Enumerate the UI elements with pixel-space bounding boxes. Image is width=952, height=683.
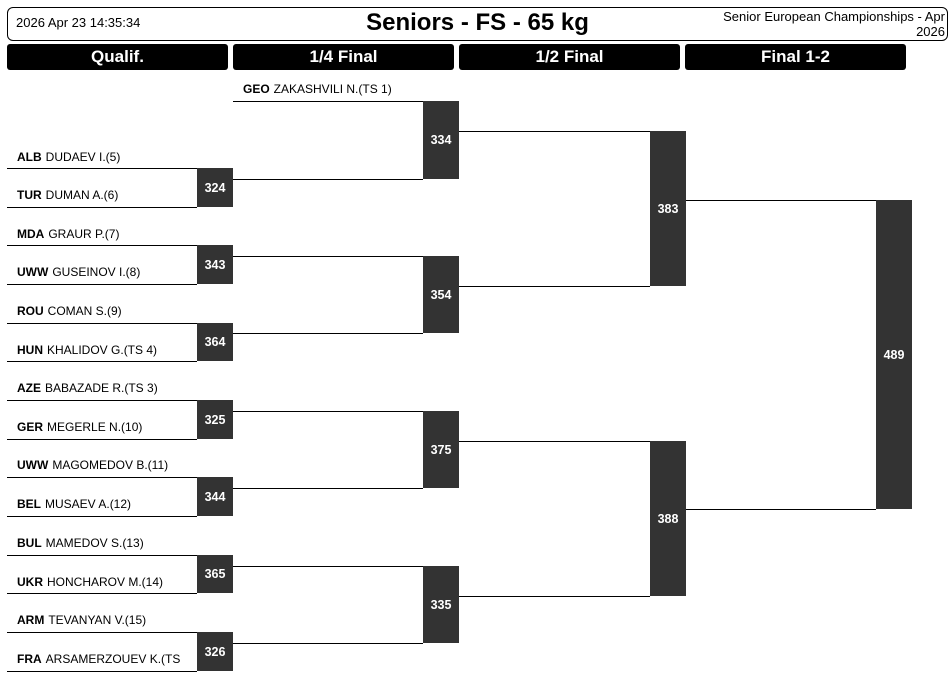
match-box-qualif[interactable]: 343 <box>197 245 233 284</box>
athlete-name: BABAZADE R.(TS 3) <box>45 381 158 395</box>
match-box-qualif[interactable]: 324 <box>197 168 233 207</box>
athlete-name: KHALIDOV G.(TS 4) <box>47 343 158 357</box>
bracket-line <box>459 131 650 132</box>
athlete-country: UWW <box>17 265 49 279</box>
athlete-name: DUDAEV I.(5) <box>45 150 121 164</box>
athlete-name: GRAUR P.(7) <box>48 227 120 241</box>
athlete-country: ALB <box>17 150 42 164</box>
bracket-line <box>459 286 650 287</box>
bracket-line <box>7 671 197 672</box>
round-header-final: Final 1-2 <box>685 44 906 70</box>
athlete-name: ZAKASHVILI N.(TS 1) <box>273 82 392 96</box>
athlete-country: GEO <box>243 82 270 96</box>
bracket-line <box>7 323 197 324</box>
bracket-line <box>7 168 197 169</box>
bracket-athlete: UKR HONCHAROV M.(14) <box>17 575 197 589</box>
match-box-quarter-final[interactable]: 334 <box>423 101 459 179</box>
match-box-quarter-final[interactable]: 354 <box>423 256 459 333</box>
athlete-country: BEL <box>17 497 41 511</box>
bracket-line <box>7 400 197 401</box>
match-box-quarter-final[interactable]: 375 <box>423 411 459 488</box>
bracket-line <box>7 593 197 594</box>
bracket-line <box>7 632 197 633</box>
athlete-country: MDA <box>17 227 45 241</box>
bracket-line <box>233 101 423 102</box>
bracket-line <box>7 555 197 556</box>
bracket-athlete: BEL MUSAEV A.(12) <box>17 497 197 511</box>
bracket-athlete: HUN KHALIDOV G.(TS 4) <box>17 343 197 357</box>
bracket-line <box>459 441 650 442</box>
match-box-qualif[interactable]: 344 <box>197 477 233 516</box>
athlete-country: BUL <box>17 536 42 550</box>
round-header-semi-final: 1/2 Final <box>459 44 680 70</box>
athlete-name: MEGERLE N.(10) <box>47 420 143 434</box>
match-box-final[interactable]: 489 <box>876 200 912 509</box>
bracket-line <box>233 179 423 180</box>
bracket-line <box>7 361 197 362</box>
athlete-country: HUN <box>17 343 43 357</box>
bracket-line <box>7 207 197 208</box>
athlete-country: AZE <box>17 381 41 395</box>
athlete-name: MUSAEV A.(12) <box>45 497 132 511</box>
athlete-country: ROU <box>17 304 44 318</box>
bracket-line <box>686 509 876 510</box>
athlete-country: FRA <box>17 652 42 666</box>
bracket-line <box>7 284 197 285</box>
match-box-qualif[interactable]: 364 <box>197 323 233 361</box>
match-box-qualif[interactable]: 326 <box>197 632 233 671</box>
bracket-line <box>233 256 423 257</box>
athlete-name: HONCHAROV M.(14) <box>47 575 164 589</box>
page-title: Seniors - FS - 65 kg <box>366 9 589 36</box>
bracket-line <box>233 488 423 489</box>
match-box-semi-final[interactable]: 388 <box>650 441 686 596</box>
event-name-line2: 2026 <box>916 24 945 39</box>
athlete-country: TUR <box>17 188 42 202</box>
print-datetime: 2026 Apr 23 14:35:34 <box>16 15 141 30</box>
bracket-line <box>7 477 197 478</box>
bracket-line <box>7 516 197 517</box>
bracket-line <box>7 439 197 440</box>
match-box-quarter-final[interactable]: 335 <box>423 566 459 643</box>
athlete-name: MAGOMEDOV B.(11) <box>52 458 169 472</box>
match-box-qualif[interactable]: 325 <box>197 400 233 439</box>
bracket-line <box>459 596 650 597</box>
bracket-line <box>7 245 197 246</box>
bracket-line <box>233 411 423 412</box>
athlete-name: COMAN S.(9) <box>47 304 122 318</box>
round-header-quarter-final: 1/4 Final <box>233 44 454 70</box>
event-name: Senior European Championships - Apr 2026 <box>685 9 945 39</box>
bracket-line <box>686 200 876 201</box>
event-name-line1: Senior European Championships - Apr <box>723 9 945 24</box>
athlete-name: MAMEDOV S.(13) <box>45 536 144 550</box>
bracket-line <box>233 643 423 644</box>
bracket-line <box>233 566 423 567</box>
athlete-name: ARSAMERZOUEV K.(TS <box>45 652 181 666</box>
athlete-name: DUMAN A.(6) <box>45 188 119 202</box>
athlete-country: UWW <box>17 458 49 472</box>
header-bar: 2026 Apr 23 14:35:34 Seniors - FS - 65 k… <box>7 7 948 41</box>
athlete-country: ARM <box>17 613 45 627</box>
athlete-name: TEVANYAN V.(15) <box>48 613 147 627</box>
athlete-name: GUSEINOV I.(8) <box>52 265 141 279</box>
round-header-qualif: Qualif. <box>7 44 228 70</box>
match-box-semi-final[interactable]: 383 <box>650 131 686 286</box>
bracket-line <box>233 333 423 334</box>
match-box-qualif[interactable]: 365 <box>197 555 233 593</box>
athlete-country: GER <box>17 420 44 434</box>
athlete-country: UKR <box>17 575 43 589</box>
bracket-athlete: AZE BABAZADE R.(TS 3) <box>17 381 197 395</box>
